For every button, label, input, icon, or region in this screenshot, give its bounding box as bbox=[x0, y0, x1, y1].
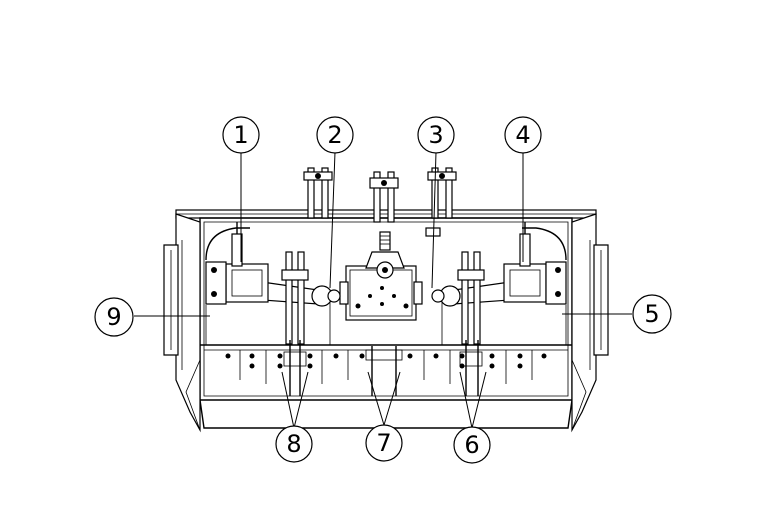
central-gearbox bbox=[339, 231, 423, 321]
callout-1-label: 1 bbox=[233, 121, 248, 149]
rotor-bolt-row bbox=[225, 353, 547, 369]
leader-lines bbox=[134, 151, 632, 429]
callout-2: 2 bbox=[316, 116, 354, 154]
callout-1: 1 bbox=[222, 116, 260, 154]
right-side-panel bbox=[571, 213, 609, 433]
rotor-tines bbox=[239, 340, 533, 396]
callout-9-label: 9 bbox=[106, 303, 121, 331]
hitch-links bbox=[303, 167, 457, 223]
callout-9: 9 bbox=[94, 297, 134, 337]
callout-8-label: 8 bbox=[286, 430, 301, 458]
callout-7: 7 bbox=[365, 424, 403, 462]
callout-3: 3 bbox=[417, 116, 455, 154]
left-side-panel bbox=[163, 213, 201, 433]
callout-6: 6 bbox=[453, 426, 491, 464]
callout-5-label: 5 bbox=[644, 300, 659, 328]
callout-4-label: 4 bbox=[515, 121, 530, 149]
callout-7-label: 7 bbox=[376, 429, 391, 457]
callout-6-label: 6 bbox=[464, 431, 479, 459]
callout-8: 8 bbox=[275, 425, 313, 463]
callout-5: 5 bbox=[632, 294, 672, 334]
left-drive-assembly bbox=[205, 222, 341, 345]
callout-3-label: 3 bbox=[428, 121, 443, 149]
callout-4: 4 bbox=[504, 116, 542, 154]
callout-2-label: 2 bbox=[327, 121, 342, 149]
right-drive-assembly bbox=[425, 222, 567, 345]
